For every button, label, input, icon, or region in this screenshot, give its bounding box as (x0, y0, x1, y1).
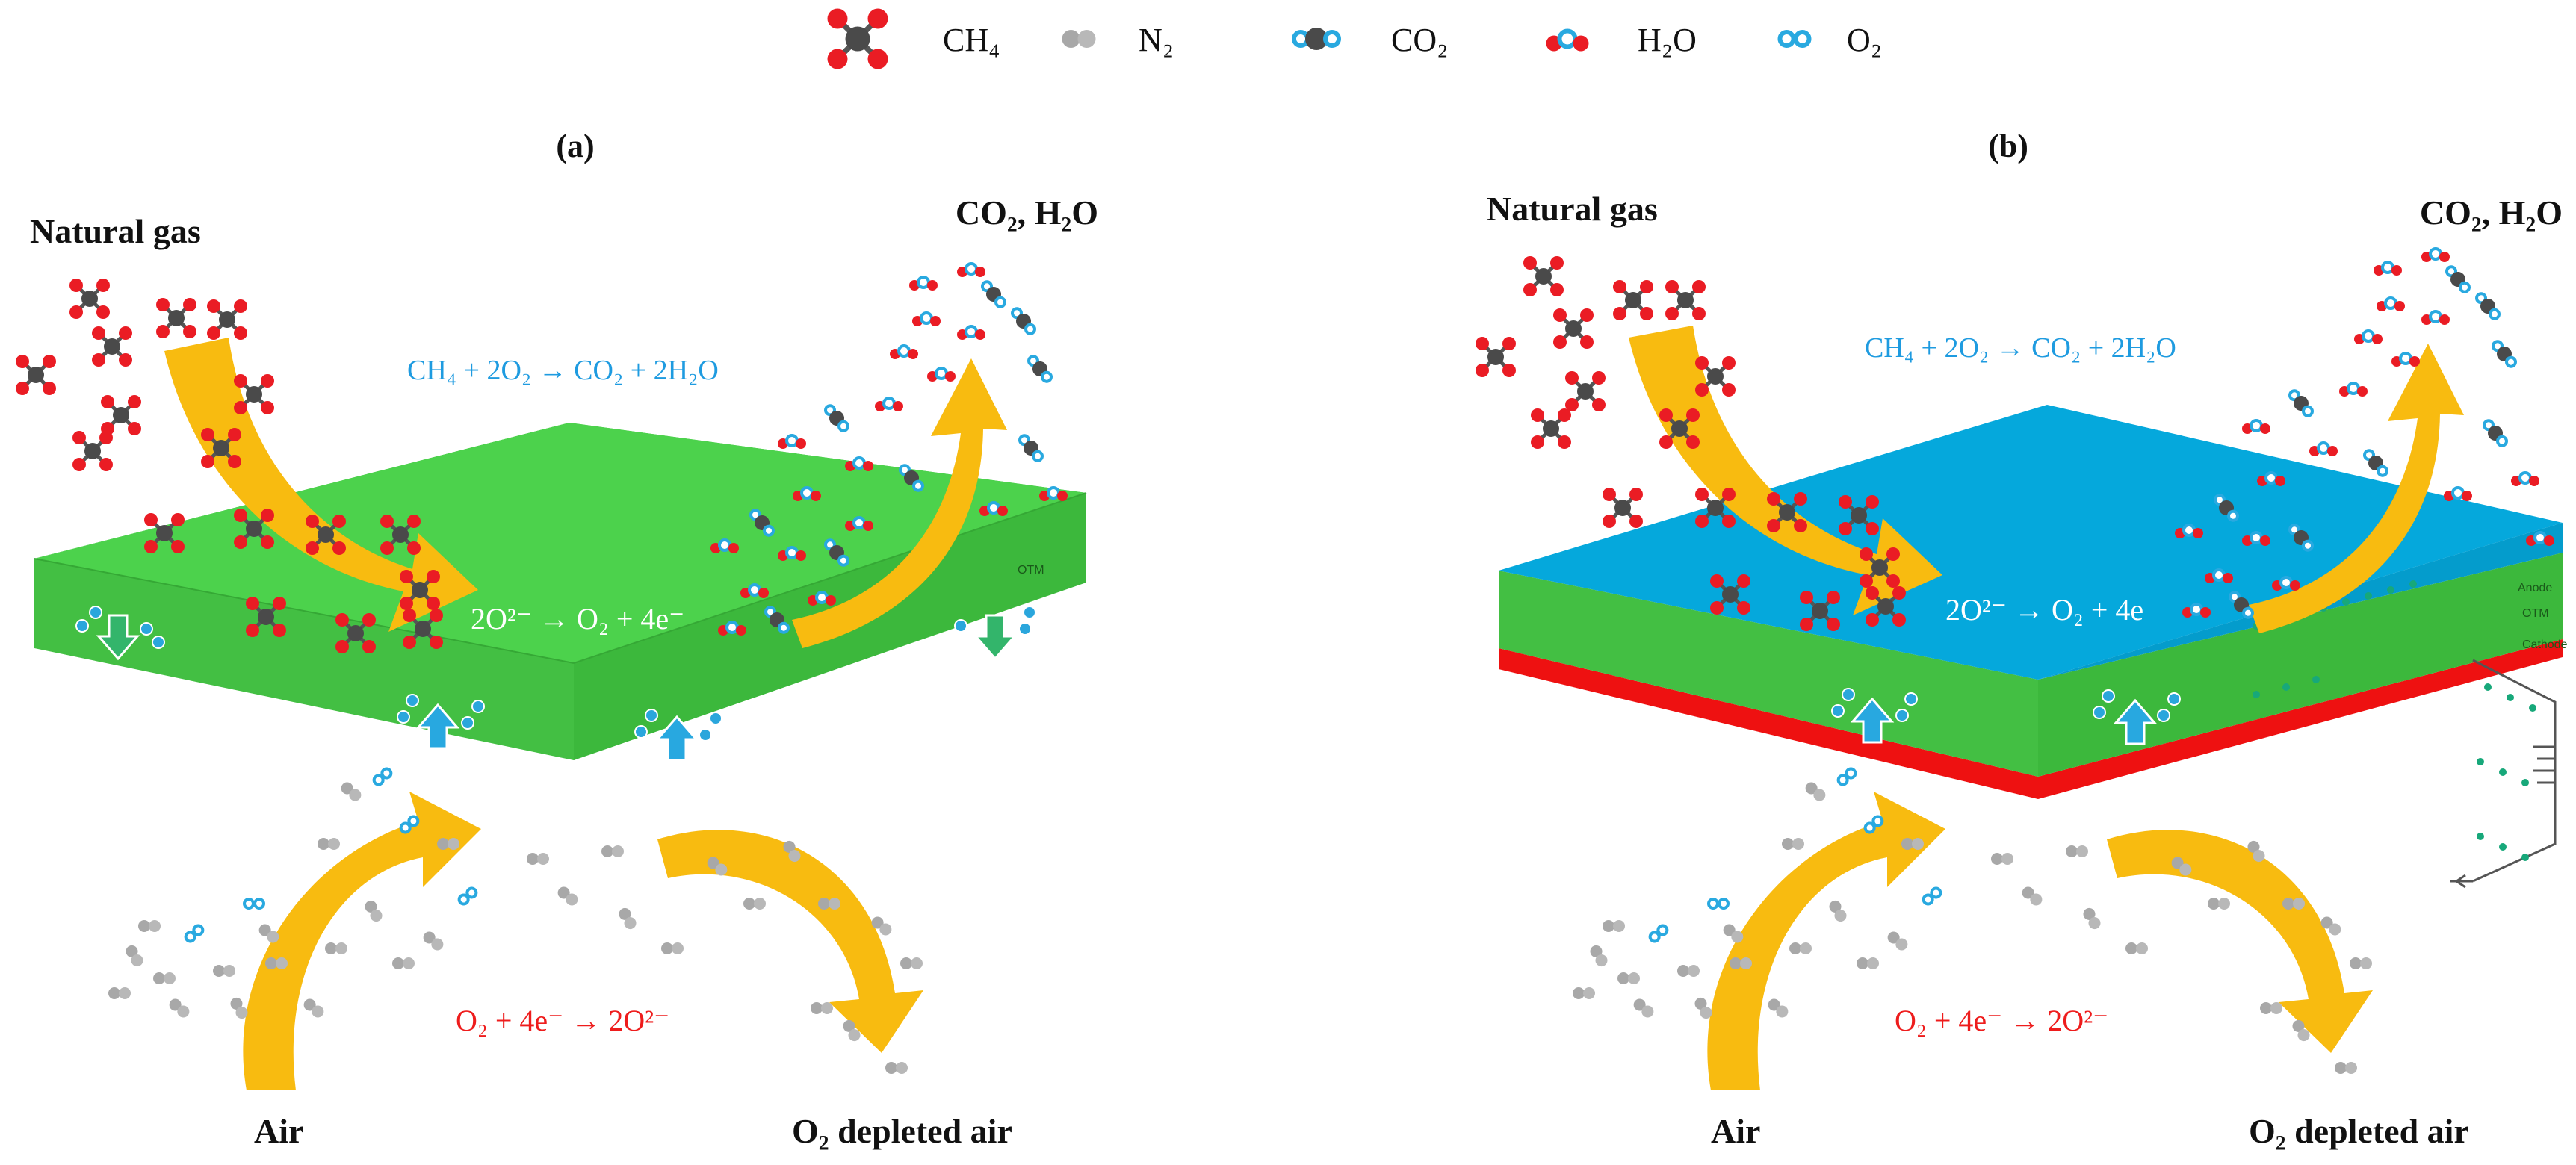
legend-n2-label: N₂ (1139, 22, 1174, 58)
panel-b-depleted-air-arrow (2107, 830, 2373, 1053)
legend-ch4-label: CH₄ (943, 22, 1000, 58)
panel-b-combustion-equation: CH₄ + 2O₂ → CO₂ + 2H₂O (1865, 332, 2176, 364)
panel-a-oxygen-down-icon-2 (974, 614, 1016, 660)
legend-o2-label: O₂ (1847, 22, 1882, 58)
panel-a-depleted-air-label: O₂ depleted air (792, 1112, 1012, 1150)
panel-b-air-arrow (1707, 792, 1945, 1090)
panel-b-reduction-equation: O₂ + 4e⁻ → 2O²⁻ (1895, 1004, 2108, 1037)
legend-co2-label: CO₂ (1391, 22, 1448, 58)
n2-legend-icon (1062, 30, 1096, 48)
panel-a-exhaust-arrow (792, 358, 1007, 648)
legend-h2o-label: H₂O (1638, 22, 1697, 58)
panel-a-depleted-air-arrow (657, 830, 923, 1053)
panel-a-label: (a) (556, 128, 594, 164)
panel-b-cathode-tag: Cathode (2522, 639, 2568, 651)
panel-b-otm-left (1499, 571, 2038, 777)
panel-a-air-arrow (243, 792, 481, 1090)
panel-b-natural-gas-label: Natural gas (1487, 190, 1658, 228)
panel-a-oxidation-equation: 2O²⁻ → O₂ + 4e⁻ (471, 602, 684, 636)
panel-b-anode-top (1499, 405, 2563, 680)
panel-b-label: (b) (1988, 128, 2028, 164)
panel-b-exhaust-arrow (2249, 344, 2464, 633)
panel-b-otm-tag: OTM (2522, 607, 2549, 620)
panel-b-external-circuit (2450, 659, 2557, 889)
panel-a-air-label: Air (254, 1112, 303, 1150)
panel-b-natural-gas-arrow (1629, 326, 1942, 615)
h2o-legend-icon (1546, 31, 1589, 52)
panel-b-products-label: CO₂, H₂O (2420, 193, 2563, 232)
panel-a-otm-tag: OTM (1018, 564, 1044, 577)
panel-b-cathode-layer (1499, 639, 2563, 799)
ch4-legend-icon (828, 9, 888, 69)
panel-a-natural-gas-label: Natural gas (30, 212, 201, 250)
panel-b-depleted-air-label: O₂ depleted air (2249, 1112, 2469, 1150)
panel-a-combustion-equation: CH₄ + 2O₂ → CO₂ + 2H₂O (407, 355, 719, 386)
panel-b-air-label: Air (1711, 1112, 1760, 1150)
co2-legend-icon (1294, 28, 1339, 50)
panel-b: (b) Natural gas CO₂, H₂O Anode OTM Catho… (1476, 128, 2568, 1150)
panel-a-products-label: CO₂, H₂O (956, 193, 1098, 232)
panel-a: (a) Natural gas CO₂, H₂O OTM CH₄ + 2O₂ →… (16, 128, 1098, 1150)
panel-a-otm-top (34, 423, 1086, 663)
legend: CH₄ N₂ CO₂ H₂O O₂ (828, 9, 1882, 69)
panel-b-otm-right (2038, 553, 2563, 777)
panel-a-reduction-equation: O₂ + 4e⁻ → 2O²⁻ (456, 1004, 669, 1037)
panel-b-anode-tag: Anode (2518, 582, 2552, 594)
o2-legend-icon (1780, 32, 1809, 46)
panel-b-oxidation-equation: 2O²⁻ → O₂ + 4e (1945, 593, 2143, 627)
